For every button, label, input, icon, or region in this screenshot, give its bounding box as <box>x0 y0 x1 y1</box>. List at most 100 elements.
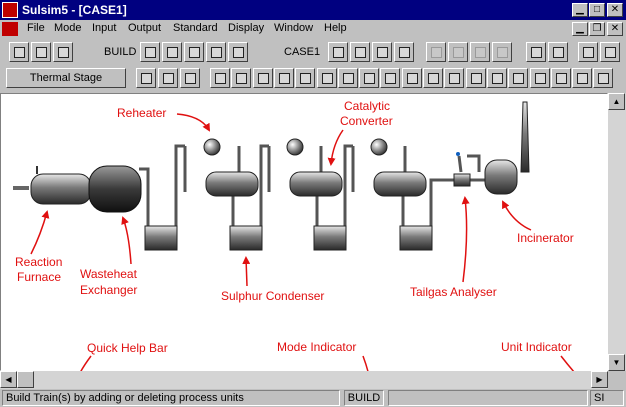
question-icon <box>605 47 616 58</box>
list-icon <box>211 47 222 58</box>
help-button[interactable] <box>600 42 620 62</box>
horizontal-scrollbar[interactable]: ◀ ▶ <box>0 371 608 389</box>
mode-indicator: BUILD <box>344 390 384 406</box>
unit-palette-button-18[interactable] <box>572 68 593 88</box>
scroll-left-button[interactable]: ◀ <box>0 371 17 388</box>
condenser-3[interactable] <box>313 225 347 251</box>
tailgas-analyser[interactable] <box>453 152 471 187</box>
unit-palette-button-9[interactable] <box>380 68 401 88</box>
mdi-close-button[interactable]: ✕ <box>607 22 623 36</box>
quick-help-bar: Build Train(s) by adding or deleting pro… <box>2 390 340 406</box>
disabled-tool-4-button[interactable] <box>492 42 512 62</box>
document-icon[interactable] <box>2 22 18 36</box>
unit-palette-button-19[interactable] <box>593 68 614 88</box>
menu-window[interactable]: Window <box>274 22 314 34</box>
menu-output[interactable]: Output <box>128 22 162 34</box>
unit-palette-button-13[interactable] <box>465 68 486 88</box>
reaction-furnace[interactable] <box>13 166 92 205</box>
close-button[interactable]: ✕ <box>607 3 623 17</box>
scroll-down-button[interactable]: ▼ <box>608 354 625 371</box>
document-button[interactable] <box>526 42 546 62</box>
unit-palette-button-3[interactable] <box>252 68 273 88</box>
reheater-1[interactable] <box>203 138 221 156</box>
scroll-right-button[interactable]: ▶ <box>591 371 608 388</box>
unit-palette-button-2[interactable] <box>231 68 252 88</box>
unit-palette-icon-18 <box>577 73 589 84</box>
save-button[interactable] <box>53 42 73 62</box>
next-icon <box>377 47 388 58</box>
waste-heat-exchanger[interactable] <box>88 165 142 213</box>
unit-palette-button-14[interactable] <box>486 68 507 88</box>
connect-tool-button[interactable] <box>162 42 182 62</box>
case-prev-button[interactable] <box>350 42 370 62</box>
unit-palette-icon-1 <box>215 73 226 84</box>
unit-palette-button-1[interactable] <box>210 68 230 88</box>
unit-palette-button-16[interactable] <box>529 68 550 88</box>
stage-tool-2-icon <box>163 73 174 84</box>
catalytic-converter-1[interactable] <box>205 171 259 197</box>
reheater-3[interactable] <box>370 138 388 156</box>
minimize-button[interactable]: ▁ <box>572 3 588 17</box>
menu-display[interactable]: Display <box>228 22 265 34</box>
menu-mode[interactable]: Mode <box>54 22 82 34</box>
list-tool-button[interactable] <box>206 42 226 62</box>
unit-palette-button-8[interactable] <box>359 68 380 88</box>
stage-tool-1-button[interactable] <box>136 68 156 88</box>
case-first-button[interactable] <box>328 42 348 62</box>
unit-palette-button-5[interactable] <box>295 68 316 88</box>
mdi-minimize-button[interactable]: ▁ <box>572 22 588 36</box>
menu-input[interactable]: Input <box>92 22 117 34</box>
menu-help[interactable]: Help <box>324 22 347 34</box>
scroll-up-button[interactable]: ▲ <box>608 93 625 110</box>
stage-selector[interactable]: Thermal Stage <box>6 68 126 88</box>
unit-palette-icon-14 <box>491 73 503 84</box>
prev-icon <box>355 47 366 58</box>
unit-palette-button-12[interactable] <box>444 68 465 88</box>
delete-button[interactable] <box>548 42 568 62</box>
menu-file[interactable]: File <box>27 22 45 34</box>
maximize-button[interactable]: □ <box>589 3 605 17</box>
menu-standard[interactable]: Standard <box>173 22 218 34</box>
hand-icon <box>233 47 244 58</box>
condenser-2[interactable] <box>229 225 263 251</box>
unit-palette-button-4[interactable] <box>273 68 294 88</box>
hand-tool-button[interactable] <box>228 42 248 62</box>
scroll-thumb[interactable] <box>17 371 34 388</box>
move-tool-button[interactable] <box>184 42 204 62</box>
disk-icon <box>58 47 69 58</box>
catalytic-converter-2[interactable] <box>289 171 343 197</box>
app-icon[interactable] <box>2 2 18 18</box>
mdi-restore-button[interactable]: ❐ <box>589 22 605 36</box>
unit-palette-button-15[interactable] <box>508 68 529 88</box>
condenser-4[interactable] <box>399 225 433 251</box>
unit-palette-button-6[interactable] <box>316 68 337 88</box>
catalytic-converter-3[interactable] <box>373 171 427 197</box>
case-last-button[interactable] <box>394 42 414 62</box>
flowsheet-canvas[interactable]: Reheater Catalytic Converter Reaction Fu… <box>0 93 608 388</box>
disabled-tool-1-button[interactable] <box>426 42 446 62</box>
label-reheater: Reheater <box>117 106 166 120</box>
stage-tool-3-button[interactable] <box>180 68 200 88</box>
unit-palette-button-7[interactable] <box>337 68 358 88</box>
unit-palette-button-10[interactable] <box>401 68 422 88</box>
flowsheet-diagram: Reheater Catalytic Converter Reaction Fu… <box>13 99 589 388</box>
stage-tool-3-icon <box>185 73 196 84</box>
toolbar-case-label: CASE1 <box>284 46 321 58</box>
stage-tool-2-button[interactable] <box>158 68 178 88</box>
open-file-button[interactable] <box>31 42 51 62</box>
label-mode-indicator: Mode Indicator <box>277 340 356 354</box>
incinerator[interactable] <box>484 101 530 195</box>
condenser-1[interactable] <box>144 225 178 251</box>
vertical-scrollbar[interactable]: ▲ ▼ <box>608 93 626 371</box>
disabled-tool-3-button[interactable] <box>470 42 490 62</box>
unit-palette-button-11[interactable] <box>423 68 443 88</box>
new-file-button[interactable] <box>9 42 29 62</box>
unit-palette-button-17[interactable] <box>550 68 571 88</box>
disabled-tool-2-button[interactable] <box>448 42 468 62</box>
print-button[interactable] <box>578 42 598 62</box>
case-next-button[interactable] <box>372 42 392 62</box>
reheater-2[interactable] <box>286 138 304 156</box>
toolbar-mode-label: BUILD <box>104 46 137 58</box>
build-tool-button[interactable] <box>140 42 160 62</box>
label-tailgas: Tailgas Analyser <box>410 285 497 299</box>
